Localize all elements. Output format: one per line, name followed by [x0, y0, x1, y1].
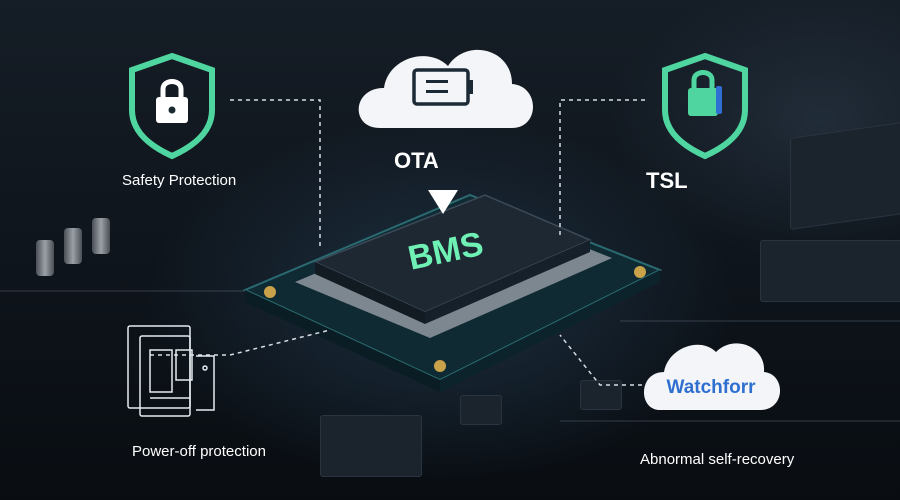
pcb-component	[760, 240, 900, 302]
pcb-component	[320, 415, 422, 477]
pcb-trace	[620, 320, 900, 322]
capacitor	[92, 218, 110, 254]
connector-line	[150, 329, 331, 356]
ota-arrow-icon	[428, 190, 458, 214]
connector-line	[559, 334, 650, 386]
safety-protection-label: Safety Protection	[122, 172, 237, 189]
ota-label: OTA	[394, 148, 439, 173]
connector-line	[559, 99, 645, 235]
shield-battery-icon	[662, 52, 748, 160]
abnormal-self-recovery-label: Abnormal self-recovery	[640, 451, 795, 468]
connector-line	[230, 99, 321, 250]
pcb-trace	[0, 290, 260, 292]
tsl-label: TSL	[646, 168, 688, 193]
power-off-protection-label: Power-off protection	[132, 443, 266, 460]
watchdog-badge-label: Watchforr	[666, 377, 756, 398]
shield-lock-icon	[129, 52, 215, 160]
circuit-board-icon	[127, 325, 215, 417]
watchdog-cloud-icon	[643, 343, 781, 410]
pcb-component	[460, 395, 502, 425]
capacitor	[64, 228, 82, 264]
capacitor	[36, 240, 54, 276]
pcb-trace	[560, 420, 900, 422]
cloud-battery-icon	[358, 49, 533, 128]
